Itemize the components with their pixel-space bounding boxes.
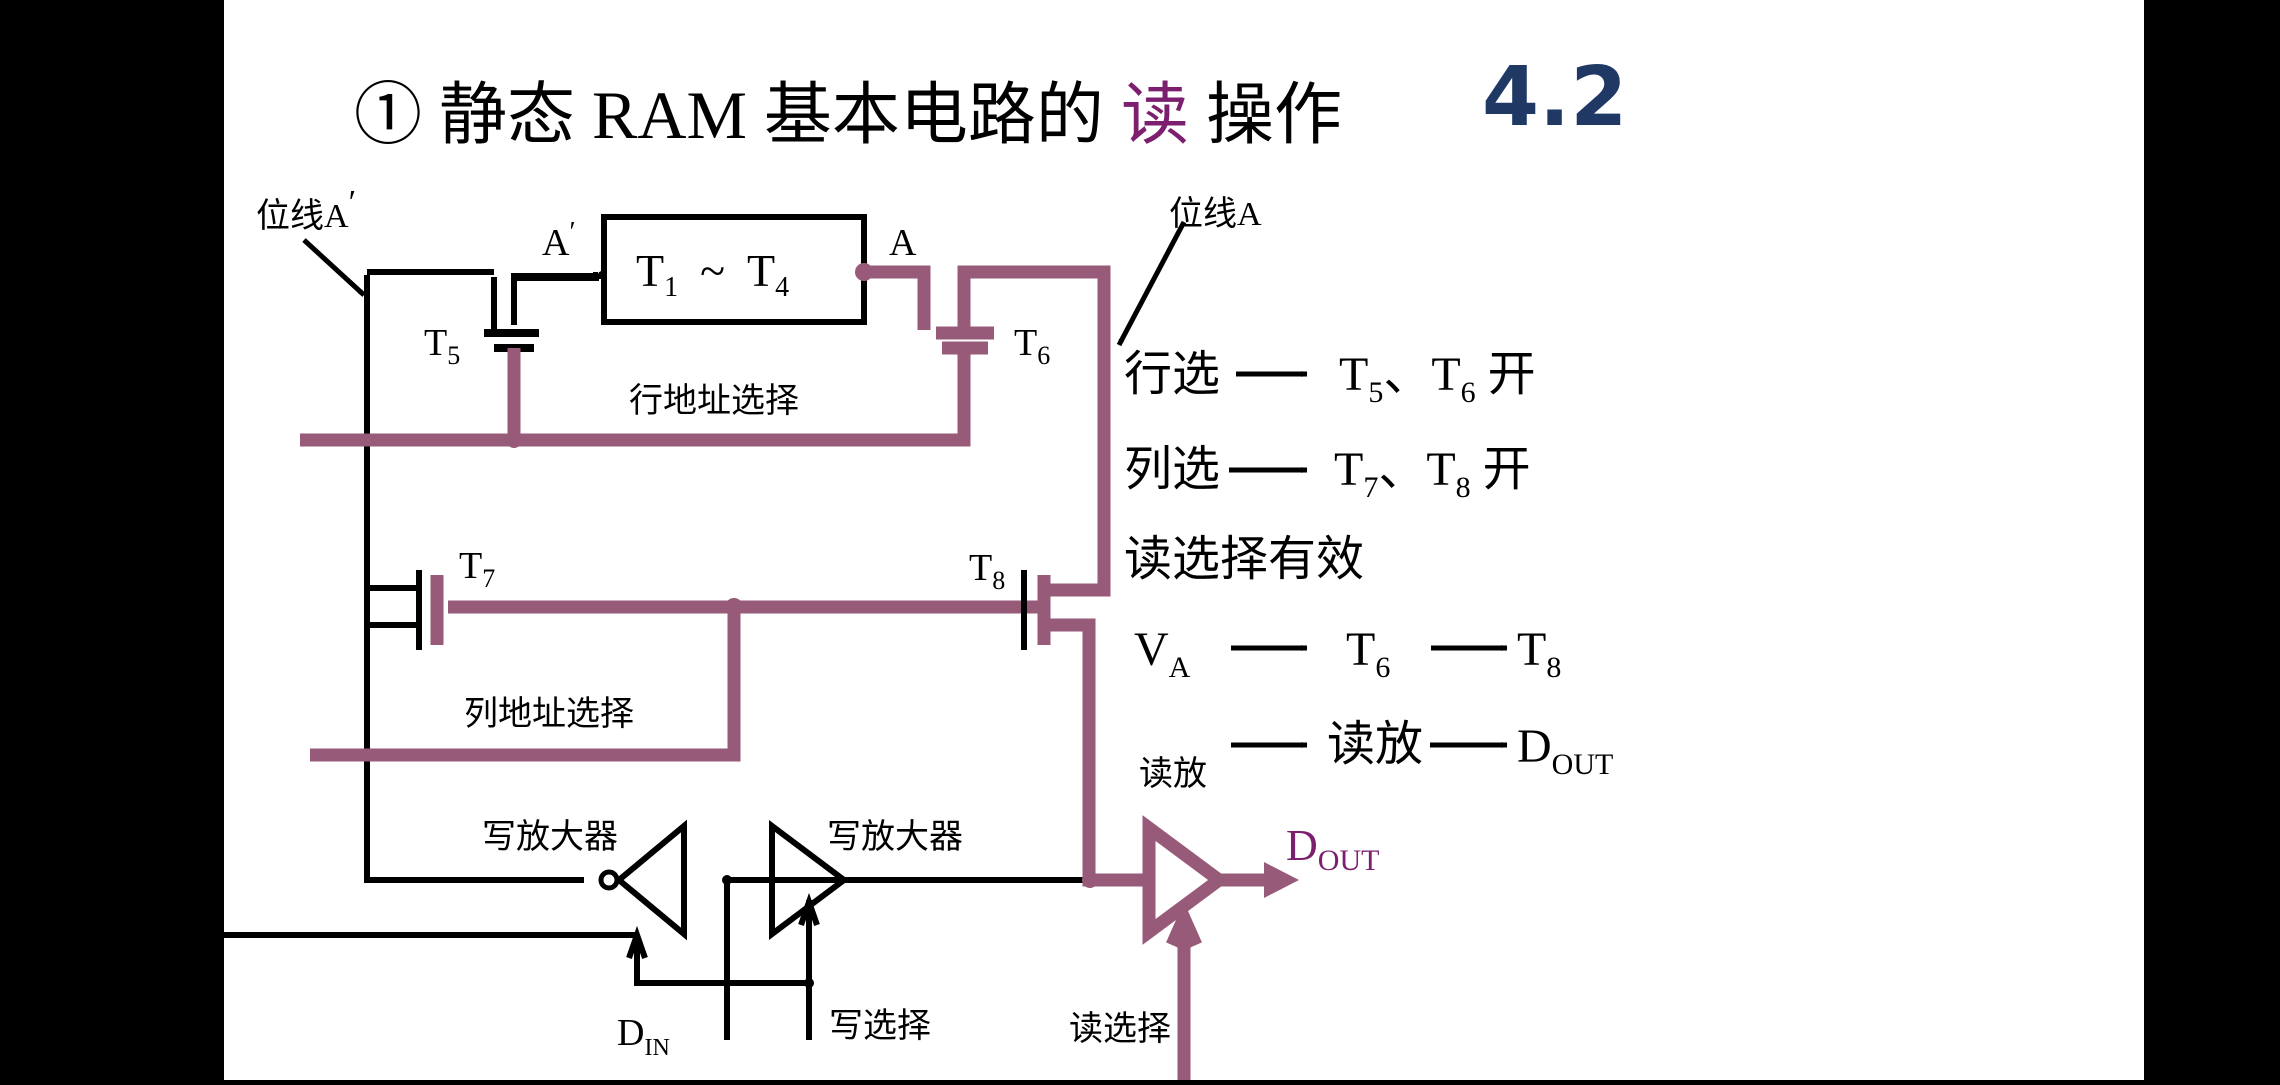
write-select-label: 写选择 [829, 1007, 931, 1045]
read-amp-label: 读放 [1139, 755, 1207, 793]
write-amp-label-right: 写放大器 [827, 818, 963, 856]
din-label: DIN [617, 1012, 670, 1061]
write-amp-label-left: 写放大器 [482, 818, 618, 856]
slide: ① 静态 RAM 基本电路的 读 操作 4.2 [224, 0, 2144, 1080]
circuit-diagram: ① 静态 RAM 基本电路的 读 操作 4.2 [224, 50, 1627, 1080]
bitline-a-prime-label: 位线A′ [256, 184, 356, 235]
step-read-valid: 读选择有效 [1124, 533, 1364, 586]
transistor-t6-label: T6 [1014, 322, 1050, 370]
column-address-label: 列地址选择 [464, 695, 634, 733]
black-wires [224, 269, 1094, 1040]
step-col-select: 列选 [1124, 443, 1220, 496]
read-path [300, 265, 1299, 1080]
step-va: VA [1134, 623, 1191, 684]
dout-label: DOUT [1286, 821, 1379, 877]
cell-label: T1~T4 [636, 245, 789, 303]
slide-title: ① 静态 RAM 基本电路的 读 操作 [354, 77, 1342, 153]
step-read-amp: 读放 [1327, 718, 1423, 771]
step-va-t8: T8 [1517, 623, 1561, 684]
transistor-t8-label: T8 [969, 547, 1005, 595]
transistor-t7-label: T7 [459, 545, 495, 593]
step-row-select: 行选 [1124, 348, 1220, 401]
step-dout: DOUT [1517, 720, 1613, 781]
node-a-label: A [889, 222, 917, 264]
transistor-t5-label: T5 [424, 322, 460, 370]
bitline-a-label: 位线A [1169, 195, 1262, 233]
write-amplifiers [598, 819, 849, 988]
node-a-prime-label: A′ [542, 217, 576, 264]
section-number: 4.2 [1482, 50, 1627, 145]
row-address-label: 行地址选择 [629, 382, 799, 420]
step-va-t6: T6 [1346, 623, 1390, 684]
read-select-label: 读选择 [1069, 1010, 1171, 1048]
